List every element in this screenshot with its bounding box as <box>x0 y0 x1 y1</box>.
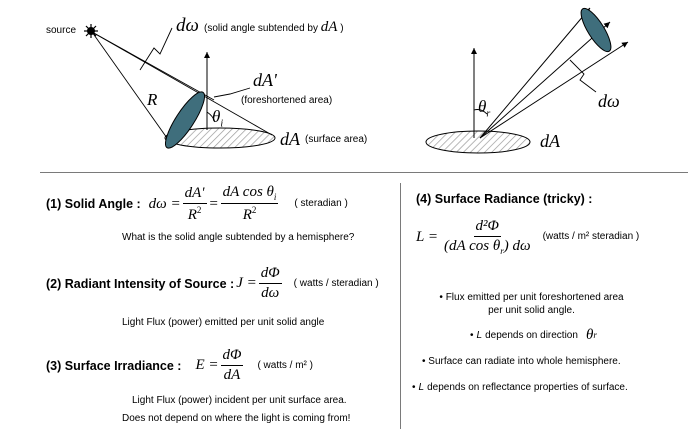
radiant-intensity-unit: ( watts / steradian ) <box>293 277 379 289</box>
radiant-intensity-fraction: dΦ dω <box>258 265 282 302</box>
dw-note: (solid angle subtended by dA ) <box>204 19 344 35</box>
dA-label: dA <box>280 129 300 149</box>
surface-area-patch-right <box>425 130 531 154</box>
radiometry-diagram <box>84 7 629 154</box>
horizontal-divider <box>40 172 688 173</box>
dAprime-pointer <box>213 87 251 98</box>
radiant-intensity-note: Light Flux (power) emitted per unit soli… <box>122 317 325 328</box>
irradiance-lhs: E = <box>195 357 219 374</box>
outgoing-ray-1 <box>479 7 591 139</box>
outgoing-ray-2 <box>479 41 629 139</box>
solid-angle-fraction-2: dA cos θi R2 <box>220 184 279 224</box>
radiance-bullet-4: • L depends on reflectance properties of… <box>412 382 628 393</box>
solid-angle-unit: ( steradian ) <box>294 198 348 210</box>
solid-angle-heading: (1) Solid Angle : <box>46 197 141 212</box>
dAprime-label: dA' <box>253 70 277 90</box>
irradiance-note-2: Does not depend on where the light is co… <box>122 413 351 424</box>
left-figure <box>84 24 276 149</box>
emitting-patch <box>580 7 612 53</box>
solid-angle-note: What is the solid angle subtended by a h… <box>122 232 355 243</box>
surface-area-patch <box>164 127 276 149</box>
vertical-divider <box>400 183 401 429</box>
radiance-equation: L = d²Φ (dA cos θr) dω (watts / m² stera… <box>416 218 640 257</box>
dw-pointer <box>139 27 173 71</box>
radiance-bullet-3: • Surface can radiate into whole hemisph… <box>422 356 621 367</box>
dw-symbol: dω <box>176 15 199 36</box>
source-label: source <box>46 25 77 36</box>
theta-r-label: θr <box>478 97 491 120</box>
R-label: R <box>147 90 158 109</box>
radiance-heading: (4) Surface Radiance (tricky) : <box>416 192 593 206</box>
theta-i-label: θi <box>212 107 224 130</box>
radiant-intensity-heading: (2) Radiant Intensity of Source : <box>46 276 235 291</box>
radiant-intensity-lhs: J = <box>236 275 257 292</box>
right-figure <box>425 7 629 154</box>
solid-angle-fraction-1: dA' R2 <box>182 184 207 223</box>
theta-i-arc <box>206 111 216 123</box>
source-star-icon <box>84 24 98 38</box>
irradiance-heading: (3) Surface Irradiance : <box>46 358 182 373</box>
solid-angle-lhs: dω = <box>148 195 181 212</box>
dw-pointer-right <box>569 59 597 93</box>
dw-label-right: dω <box>598 91 620 111</box>
irradiance-fraction: dΦ dA <box>220 347 244 384</box>
radiant-intensity-row: (2) Radiant Intensity of Source : J = dΦ… <box>46 265 379 303</box>
irradiance-unit: ( watts / m² ) <box>257 359 313 371</box>
ray-upper <box>91 31 273 136</box>
foreshortened-patch <box>165 91 205 149</box>
dA-label-right: dA <box>540 131 560 151</box>
radiance-fraction: d²Φ (dA cos θr) dω <box>443 218 531 257</box>
outgoing-ray-3 <box>479 21 611 139</box>
dAprime-note: (foreshortened area) <box>241 95 333 106</box>
theta-r-arc <box>473 109 488 115</box>
radiance-bullet-1: • Flux emitted per unit foreshortened ar… <box>439 292 624 316</box>
irradiance-row: (3) Surface Irradiance : E = dΦ dA ( wat… <box>46 347 313 385</box>
dA-note: (surface area) <box>305 134 368 145</box>
solid-angle-row: (1) Solid Angle : dω = dA' R2 = dA cos θ… <box>46 184 348 224</box>
irradiance-note-1: Light Flux (power) incident per unit sur… <box>132 395 347 406</box>
ray-R <box>91 31 168 139</box>
radiance-unit: (watts / m² steradian ) <box>542 231 640 243</box>
